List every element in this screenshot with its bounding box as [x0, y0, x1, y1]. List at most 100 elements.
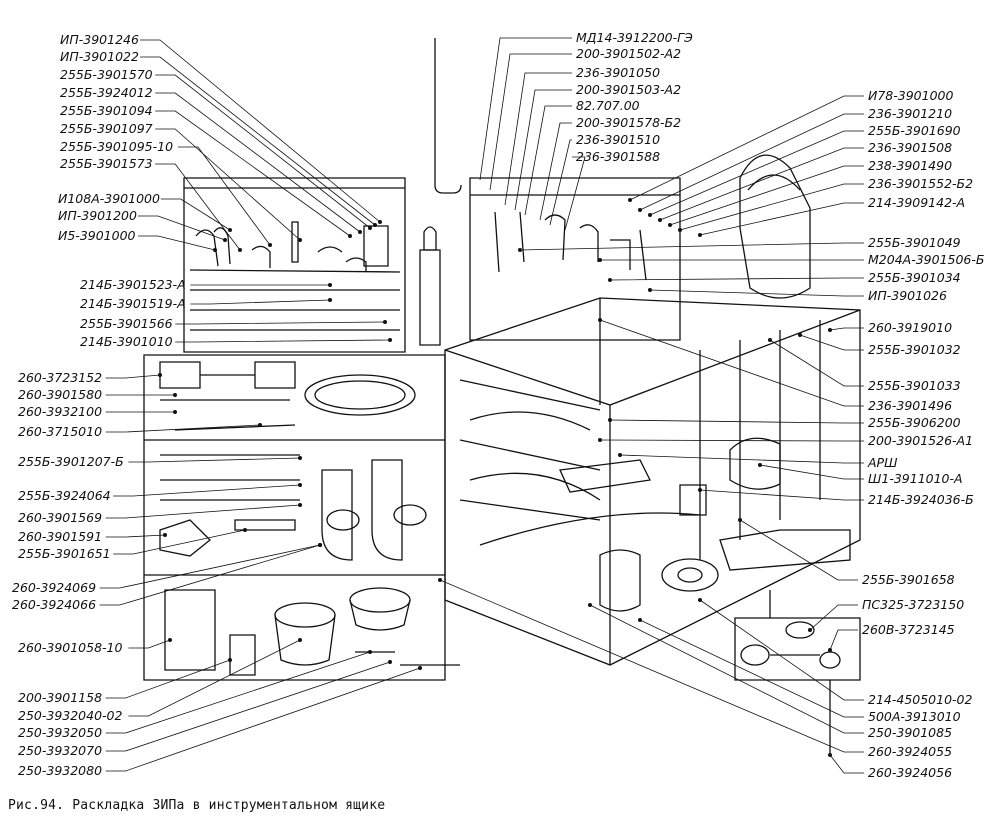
part-label: 255Б-3901033 — [868, 378, 961, 393]
leader-dot — [598, 257, 603, 262]
leader-dot — [222, 237, 227, 242]
leader-dot — [417, 666, 422, 671]
leader-dot — [437, 578, 442, 583]
leader-dot — [678, 227, 683, 232]
leader-dot — [327, 282, 332, 287]
leader-dot — [297, 482, 302, 487]
part-label: 260-3901580 — [18, 387, 102, 402]
leader-dot — [372, 222, 377, 227]
leader-dot — [698, 232, 703, 237]
leader-dot — [297, 502, 302, 507]
part-label: 236-3901510 — [576, 132, 660, 147]
leader-dot — [257, 422, 262, 427]
leader-line — [619, 454, 864, 464]
leader-dot — [297, 237, 302, 242]
part-label: 255Б-3901034 — [868, 270, 961, 285]
leader-dot — [227, 658, 232, 663]
part-label: 260-3924069 — [12, 580, 96, 595]
part-label: 250-3932070 — [18, 743, 102, 758]
part-label: 214Б-3901519-А — [80, 296, 186, 311]
part-label: ИП-3901246 — [60, 32, 139, 47]
leader-dot — [828, 753, 833, 758]
leader-line — [649, 130, 864, 216]
leader-line — [160, 198, 231, 231]
part-label: 255Б-3901566 — [80, 316, 173, 331]
part-label: 255Б-3901570 — [60, 67, 153, 82]
part-label: 200-3901158 — [18, 690, 102, 705]
leader-line — [609, 277, 864, 281]
leader-line — [799, 334, 864, 351]
part-label: 236-3901588 — [576, 149, 660, 164]
part-label: АРШ — [867, 455, 898, 470]
leader-line — [439, 579, 864, 753]
leader-dot — [758, 462, 763, 467]
part-label: 255Б-3924064 — [18, 488, 111, 503]
leader-line — [609, 419, 864, 424]
leader-line — [113, 484, 301, 497]
leader-dot — [172, 392, 177, 397]
part-label: 250-3932050 — [18, 725, 102, 740]
leader-line — [514, 89, 572, 211]
part-label: 250-3901085 — [868, 725, 952, 740]
part-label: 255Б-3924012 — [60, 85, 153, 100]
part-label: 236-3901050 — [576, 65, 660, 80]
leader-lines — [99, 37, 864, 774]
leader-dot — [347, 233, 352, 238]
leader-line — [128, 639, 171, 649]
part-label: 214-3909142-А — [868, 195, 965, 210]
part-label: 200-3901502-А2 — [576, 46, 681, 61]
part-label: 260-3919010 — [868, 320, 952, 335]
leader-line — [829, 327, 864, 331]
part-label: 255Б-3901573 — [60, 156, 153, 171]
leader-dot — [227, 227, 232, 232]
leader-line — [128, 457, 301, 463]
part-label: И5-3901000 — [58, 228, 136, 243]
part-label: МД14-3912200-ГЭ — [576, 30, 693, 45]
leader-line — [155, 110, 351, 237]
part-label: 255Б-3901095-10 — [60, 139, 173, 154]
part-label: И108А-3901000 — [58, 191, 160, 206]
leader-dot — [638, 618, 643, 623]
leader-dot — [212, 247, 217, 252]
part-label: 255Б-3901658 — [862, 572, 955, 587]
leader-line — [809, 604, 858, 631]
leader-dot — [157, 372, 162, 377]
leader-line — [629, 95, 864, 201]
part-label: 214Б-3924036-Б — [868, 492, 974, 507]
leader-line — [140, 56, 376, 226]
part-label: 238-3901490 — [868, 158, 952, 173]
leader-line — [105, 659, 231, 699]
leader-dot — [237, 247, 242, 252]
leader-line — [589, 604, 864, 734]
leader-line — [639, 113, 864, 211]
leader-line — [829, 629, 858, 651]
leader-dot — [828, 648, 833, 653]
leader-line — [699, 202, 864, 236]
leader-line — [599, 319, 864, 407]
leader-line — [113, 529, 246, 555]
part-label: 250-3932080 — [18, 763, 102, 778]
leader-line — [155, 128, 301, 241]
leader-dot — [387, 660, 392, 665]
leader-line — [175, 321, 386, 325]
leader-dot — [267, 242, 272, 247]
leader-line — [829, 754, 864, 774]
leader-line — [105, 667, 421, 772]
leader-dot — [367, 225, 372, 230]
leader-dot — [638, 207, 643, 212]
leader-line — [190, 299, 331, 305]
part-label: 255Б-3901049 — [868, 235, 961, 250]
leader-dot — [327, 297, 332, 302]
leader-line — [105, 424, 261, 433]
part-label: ИП-3901022 — [60, 49, 139, 64]
leader-dot — [808, 628, 813, 633]
leader-line — [539, 122, 572, 221]
leader-line — [564, 156, 586, 231]
part-label: 200-3901578-Б2 — [576, 115, 681, 130]
leader-line — [479, 37, 572, 181]
leader-dot — [367, 650, 372, 655]
leader-line — [639, 619, 864, 718]
part-label: 250-3932040-02 — [18, 708, 123, 723]
leader-dot — [377, 219, 382, 224]
